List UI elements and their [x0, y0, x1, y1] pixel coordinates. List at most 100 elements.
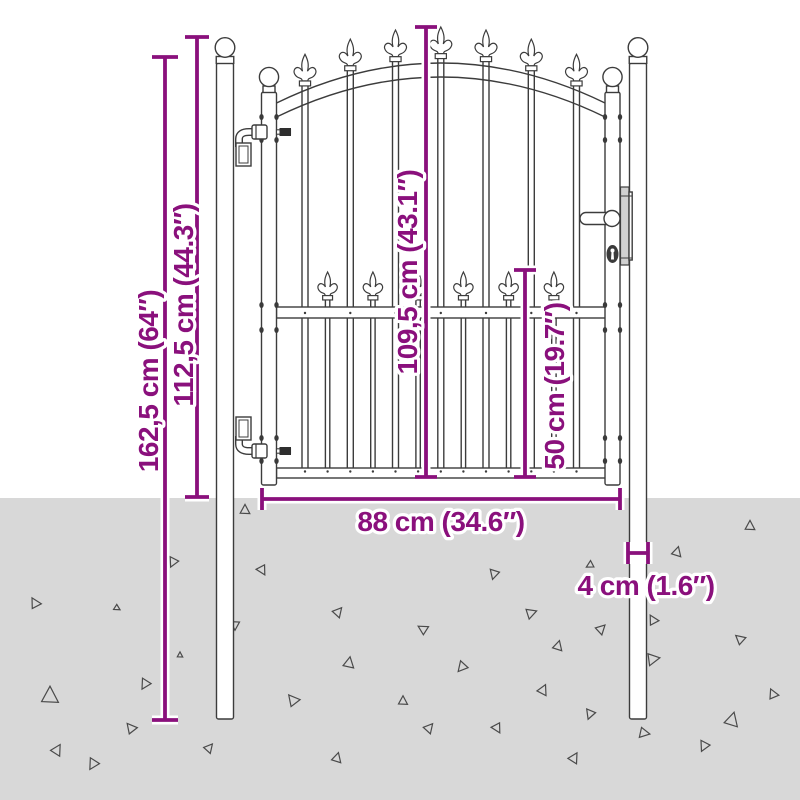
rivet-dot	[439, 470, 442, 473]
dim-line-gate-width	[260, 488, 622, 510]
ground-triangle	[639, 727, 650, 739]
hinge-plate-inner	[238, 145, 249, 164]
gate-bar-short	[370, 297, 376, 474]
bolt	[259, 435, 264, 441]
arch-bottom-curve	[276, 76, 606, 118]
spear-finial-small-ring	[503, 294, 515, 301]
ground-triangle	[454, 661, 468, 675]
ground-triangle	[724, 710, 741, 726]
dim-line-post-width	[626, 542, 650, 564]
keyhole	[610, 248, 615, 253]
rivet-dot	[462, 470, 465, 473]
label-post-width: 4 cm (1.6″)	[577, 570, 714, 601]
rivet-dot	[484, 470, 488, 473]
rivet-dot	[303, 311, 307, 315]
spear-finial-small-ring	[457, 294, 469, 301]
dimension-labels: 162,5 cm (64″) 112,5 cm (44.3″) 109,5 cm…	[130, 166, 719, 604]
gate-bar-short	[460, 297, 467, 474]
keyhole-slot	[611, 252, 614, 260]
lock-plate	[619, 186, 630, 266]
ground-triangle	[284, 691, 300, 707]
ground-triangle	[648, 652, 661, 666]
ground-triangle	[331, 751, 343, 762]
left-post-body	[215, 62, 235, 720]
gate-bar-short	[505, 297, 512, 474]
ground-triangle	[203, 741, 215, 753]
gate-bar-long	[482, 60, 490, 474]
gate-bar-short	[324, 297, 331, 474]
ground-triangle	[123, 720, 137, 734]
ground-triangle	[488, 569, 500, 580]
ground-triangle	[332, 605, 345, 618]
ground-triangle	[399, 696, 408, 705]
bolt	[259, 114, 264, 120]
rivet-dot	[530, 470, 533, 473]
arch-top-curve	[276, 62, 606, 104]
spear-finial-ring	[344, 65, 357, 72]
ground-triangle	[697, 740, 710, 753]
ground-triangle	[28, 595, 42, 609]
spear-finial-ring	[389, 56, 402, 63]
spear-finial	[338, 37, 362, 72]
right-post-body	[628, 62, 648, 720]
ground-triangle	[256, 564, 269, 577]
dim-line-post-above-ground	[185, 35, 209, 499]
label-post-total-height: 162,5 cm (64″)	[133, 290, 164, 472]
ground-triangle	[733, 632, 746, 645]
bolt	[259, 458, 264, 464]
handle-boss	[603, 209, 621, 228]
hinge	[235, 416, 292, 459]
spear-finial-small-ring	[322, 294, 334, 301]
rivet-dot	[371, 470, 375, 473]
ground-triangle	[343, 656, 355, 668]
spear-finial-small	[543, 270, 565, 301]
gate-drawing	[214, 25, 649, 720]
label-gate-width: 88 cm (34.6″)	[357, 506, 524, 537]
bolt	[617, 114, 623, 120]
rivet-dot	[439, 311, 442, 315]
hinge-sleeve	[251, 124, 268, 140]
hinge-bolt-head	[279, 128, 291, 136]
ground-triangle	[646, 613, 659, 626]
ground-triangle	[114, 604, 122, 612]
hinge-sleeve	[251, 443, 268, 459]
bolt	[617, 435, 623, 441]
bolt	[602, 458, 608, 464]
dim-line-lower-bars-height	[514, 268, 536, 479]
bolt	[602, 137, 608, 143]
ground-triangle	[671, 545, 683, 556]
hinge-plate	[235, 142, 252, 167]
spear-finial	[474, 28, 498, 63]
ground-triangle	[42, 686, 59, 702]
gate-bar-long	[437, 57, 445, 474]
bolt	[602, 327, 608, 333]
bolt	[274, 302, 279, 308]
dim-line-gate-leaf-height	[415, 25, 437, 479]
bolt	[274, 114, 279, 120]
rivet-dot	[326, 470, 329, 473]
rivet-dot	[303, 470, 307, 473]
gate-bar-long	[346, 69, 354, 474]
hinge-plate-inner	[238, 419, 249, 438]
ground-triangle	[240, 504, 250, 513]
gate-left-stile	[260, 91, 278, 486]
hinge-arm	[236, 129, 256, 147]
dim-line-post-total-height	[152, 55, 178, 722]
spear-finial	[293, 53, 317, 87]
ground-triangle	[537, 682, 550, 695]
ground-triangle	[552, 639, 564, 650]
ground-triangle	[595, 622, 608, 635]
rivet-dot	[394, 470, 397, 473]
rivet-dot	[484, 311, 488, 315]
spear-finial-ring	[525, 65, 538, 72]
bolt	[617, 302, 623, 308]
rivet-dot	[394, 311, 397, 315]
ground-area	[0, 498, 800, 800]
bolt	[259, 302, 264, 308]
spear-finial-small	[362, 270, 384, 301]
ground-triangle	[745, 520, 755, 529]
rivet-dot	[349, 470, 352, 473]
label-lower-bars-height: 50 cm (19.7″)	[539, 302, 570, 469]
gate-left-stile-ball-finial	[258, 66, 280, 88]
